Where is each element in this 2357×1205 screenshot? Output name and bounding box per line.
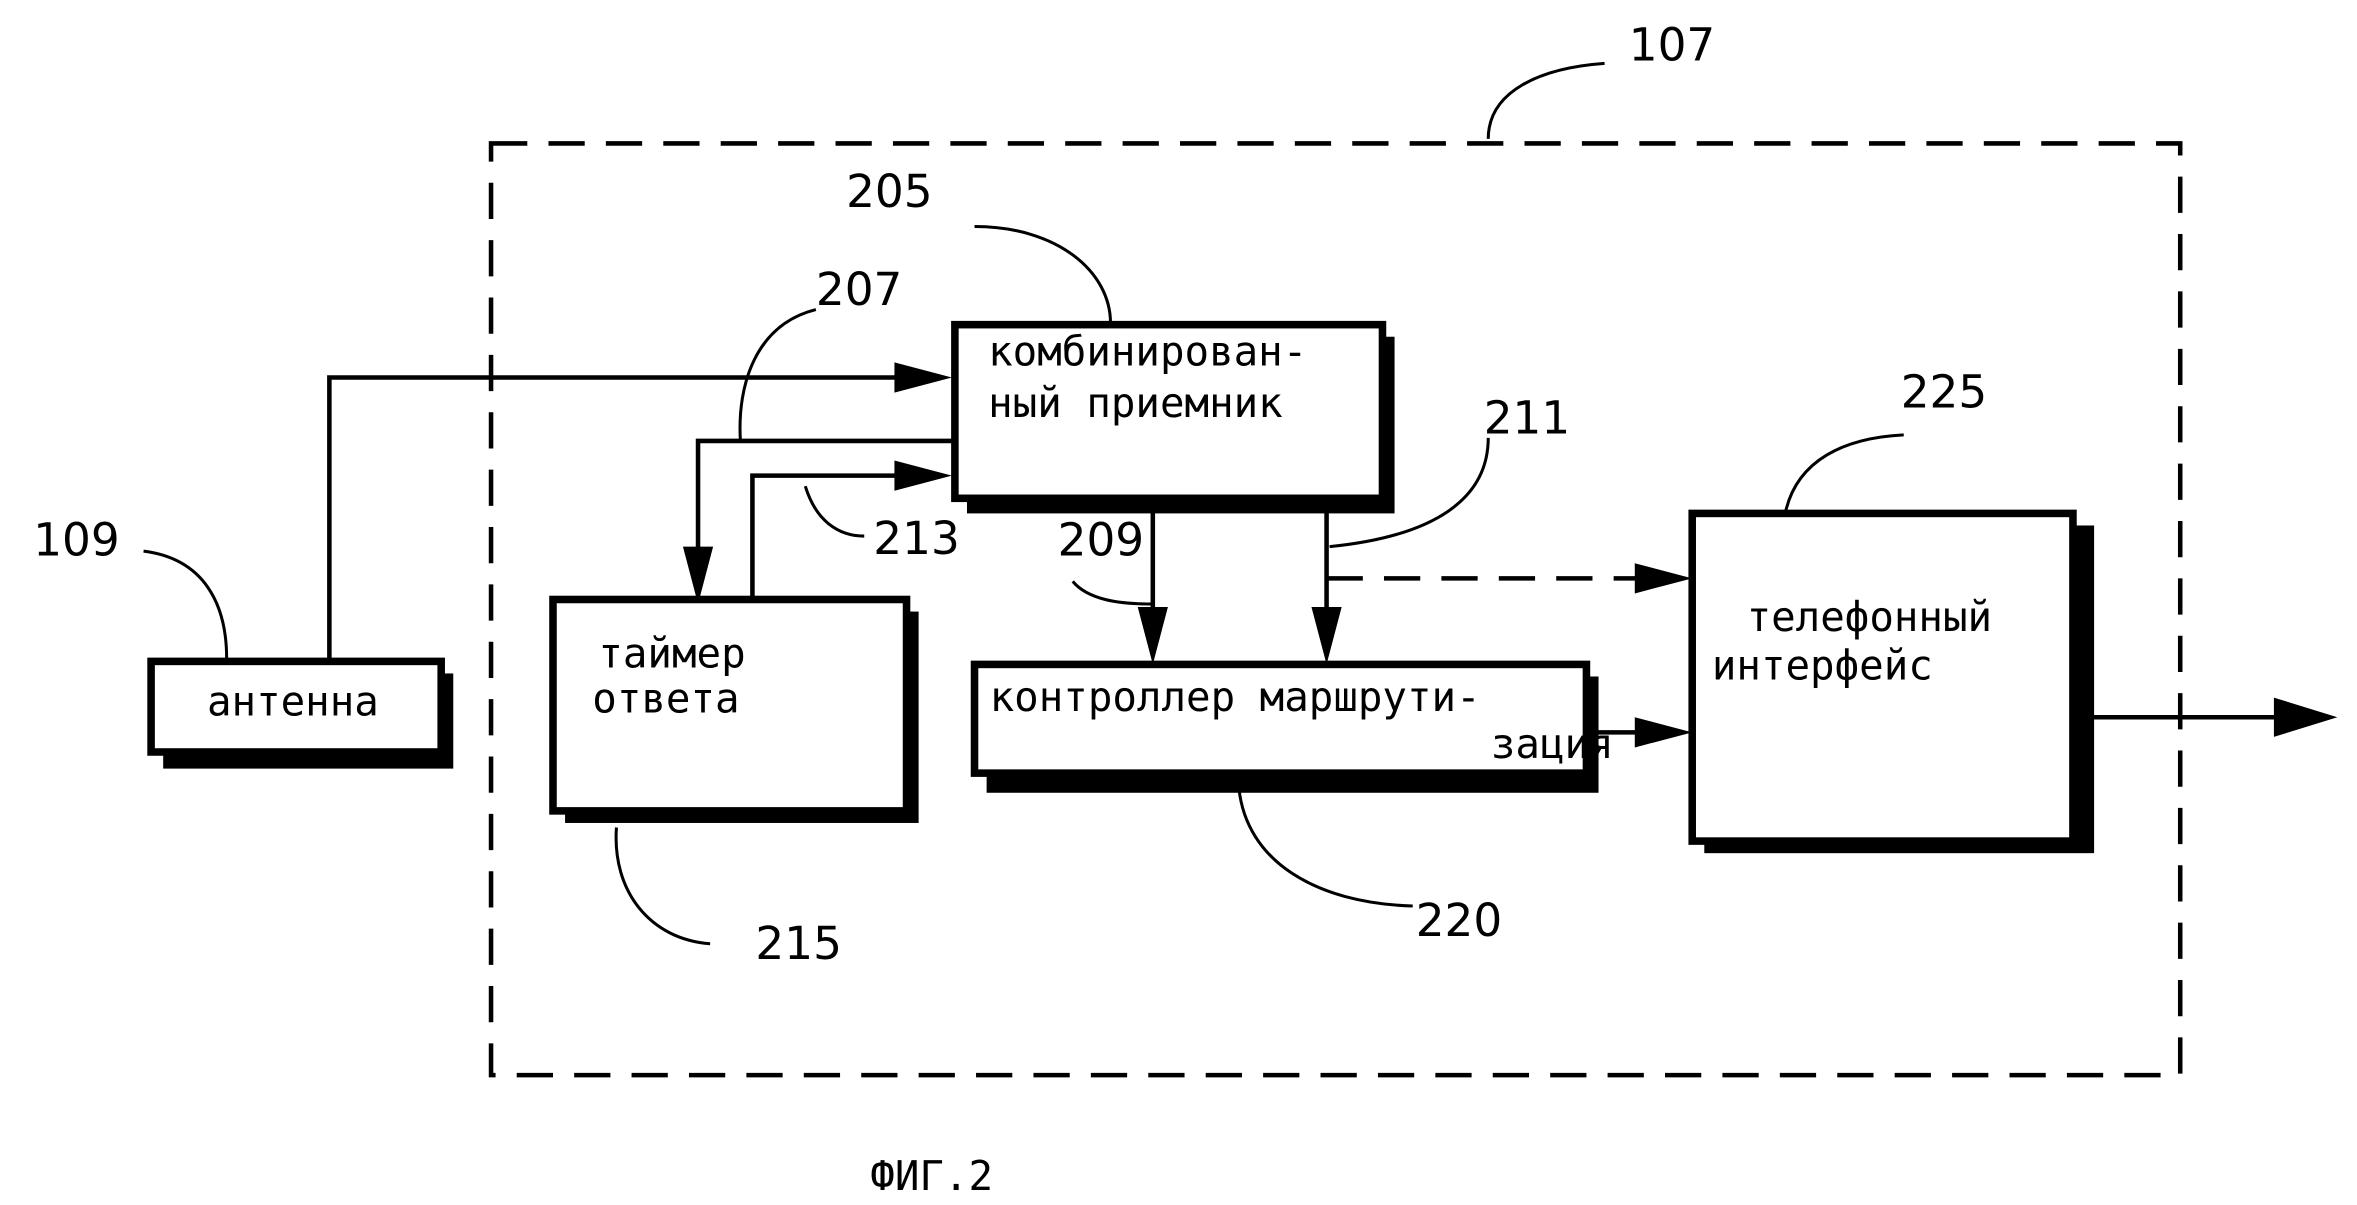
response-timer-block bbox=[549, 595, 911, 815]
receiver-label-line1: комбинирован- bbox=[988, 327, 1307, 375]
interface-label-line2: интерфейс bbox=[1712, 642, 1933, 690]
arrow-head bbox=[894, 460, 952, 491]
receiver-label-line2: ный приемник bbox=[988, 379, 1283, 427]
antenna-label: антенна bbox=[207, 678, 379, 726]
telephone-interface-block bbox=[1688, 509, 2077, 845]
ref-205: 205 bbox=[846, 165, 932, 218]
arrow-head bbox=[2273, 697, 2338, 737]
antenna-block bbox=[147, 657, 445, 756]
ref-211: 211 bbox=[1484, 391, 1570, 444]
arrow-head bbox=[1311, 607, 1342, 665]
antenna-to-receiver-line bbox=[327, 375, 907, 662]
controller-label-line2: зация bbox=[1491, 720, 1614, 768]
ref-107: 107 bbox=[1629, 18, 1715, 71]
leader-207 bbox=[738, 308, 817, 440]
ref-225: 225 bbox=[1901, 366, 1987, 419]
arrow-head bbox=[682, 546, 714, 605]
arrow-head bbox=[894, 362, 952, 393]
arrow-head bbox=[1137, 607, 1168, 665]
timer-label-line1: таймер bbox=[598, 629, 745, 677]
ref-109: 109 bbox=[33, 514, 119, 567]
ref-220: 220 bbox=[1416, 894, 1502, 947]
leader-213 bbox=[803, 485, 865, 538]
leader-107 bbox=[1486, 61, 1605, 139]
combined-receiver-block bbox=[951, 320, 1387, 503]
leader-209 bbox=[1071, 580, 1152, 606]
leader-225 bbox=[1784, 433, 1904, 511]
interface-label-line1: телефонный bbox=[1747, 593, 1993, 641]
timer-label-line2: ответа bbox=[592, 675, 739, 723]
leader-220 bbox=[1237, 788, 1413, 908]
ref-209: 209 bbox=[1058, 514, 1144, 567]
leader-109 bbox=[143, 549, 229, 659]
connection-213-line bbox=[750, 473, 907, 601]
ref-215: 215 bbox=[755, 917, 841, 970]
controller-label-line1: контроллер маршрути- bbox=[990, 673, 1481, 721]
leader-215 bbox=[614, 827, 711, 946]
container-107-dashed-border bbox=[488, 141, 2183, 1078]
routing-controller-block bbox=[970, 660, 1591, 777]
connection-207-line bbox=[695, 438, 952, 562]
leader-211 bbox=[1329, 437, 1490, 549]
figure-caption: ФИГ.2 bbox=[870, 1152, 993, 1200]
leader-205 bbox=[974, 224, 1113, 324]
ref-213: 213 bbox=[873, 512, 959, 565]
arrow-head bbox=[1634, 717, 1693, 748]
ref-207: 207 bbox=[816, 263, 902, 316]
arrow-head bbox=[1634, 563, 1693, 594]
